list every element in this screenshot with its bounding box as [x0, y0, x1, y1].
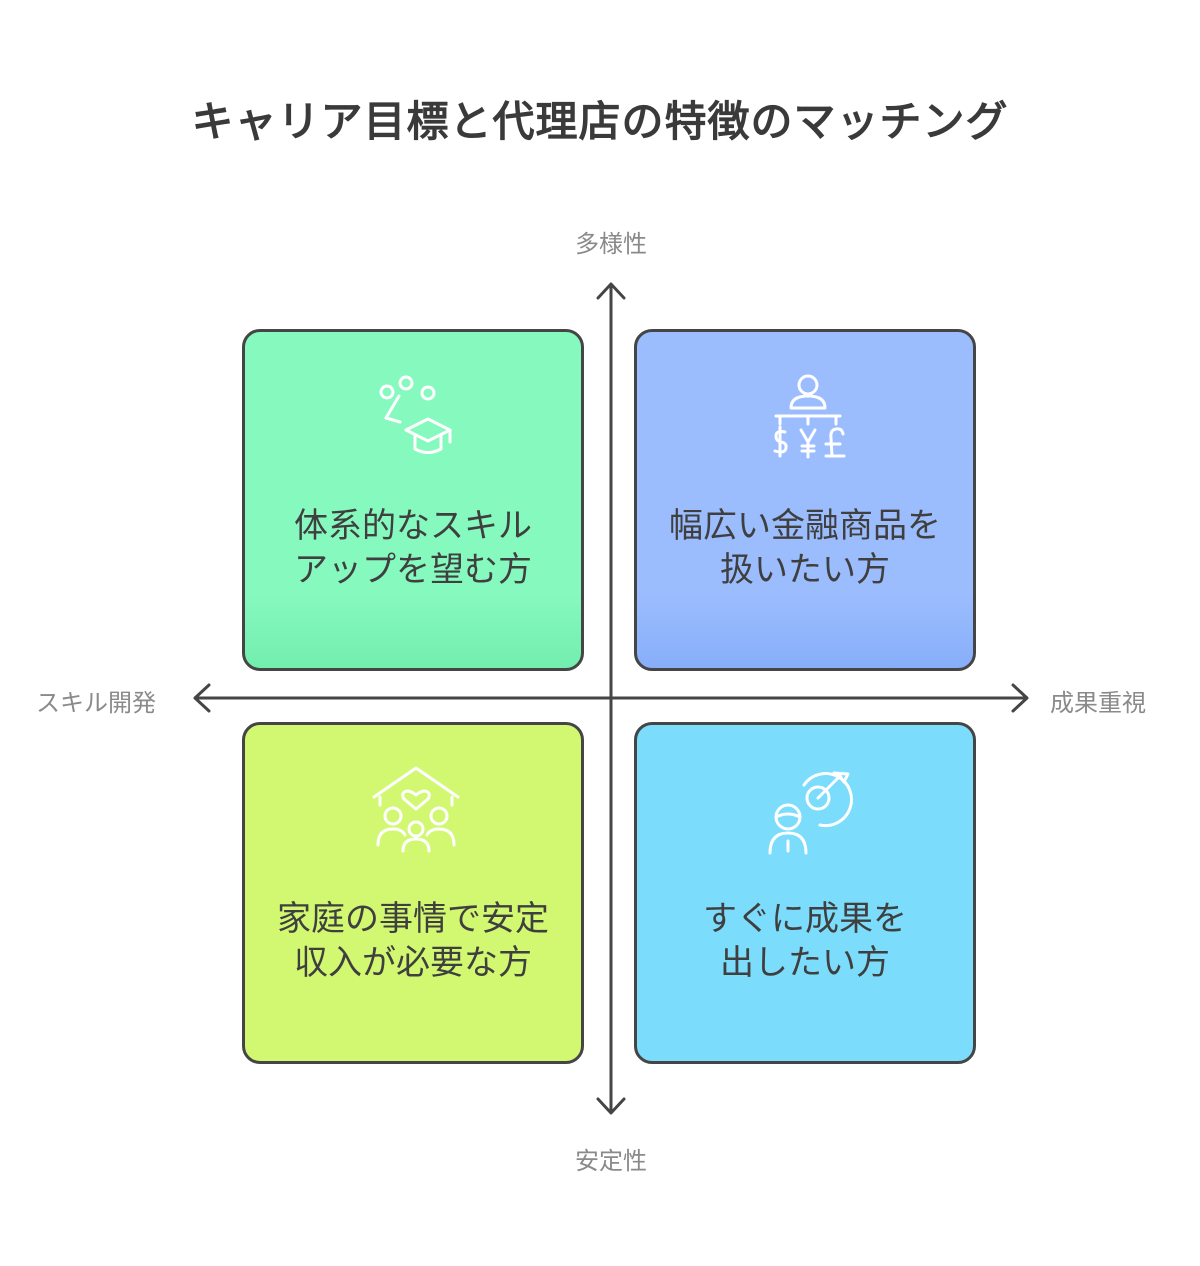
- quadrant-label: すぐに成果を 出したい方: [637, 897, 973, 985]
- family-home-icon: [372, 766, 460, 853]
- diagram-title: キャリア目標と代理店の特徴のマッチング: [191, 97, 1009, 146]
- axis-arrow-right: [1011, 683, 1029, 713]
- graduation-cap-icon: [379, 375, 452, 454]
- quadrant-label-line: 出したい方: [720, 943, 890, 983]
- axis-arrow-up: [596, 282, 626, 300]
- quadrant-label: 幅広い金融商品を 扱いたい方: [637, 504, 973, 592]
- quadrant-label-line: アップを望む方: [294, 550, 532, 590]
- axis-label-left: スキル開発: [36, 689, 156, 717]
- quadrant-label-line: 幅広い金融商品を: [669, 506, 941, 546]
- quadrant-label-line: すぐに成果を: [703, 899, 907, 939]
- quadrant-skill-diversity: 体系的なスキル アップを望む方: [242, 329, 584, 671]
- quadrant-skill-stability: 家庭の事情で安定 収入が必要な方: [242, 722, 584, 1064]
- quadrant-label-line: 体系的なスキル: [294, 506, 532, 546]
- target-person-icon: [768, 771, 854, 855]
- quadrant-label: 体系的なスキル アップを望む方: [245, 504, 581, 592]
- quadrant-results-diversity: 幅広い金融商品を 扱いたい方: [634, 329, 976, 671]
- quadrant-label-line: 扱いたい方: [720, 550, 890, 590]
- axis-arrow-left: [193, 683, 211, 713]
- quadrant-results-stability: すぐに成果を 出したい方: [634, 722, 976, 1064]
- axis-label-top: 多様性: [575, 230, 647, 258]
- currency-person-icon: [773, 374, 846, 459]
- quadrant-label-line: 収入が必要な方: [294, 943, 532, 983]
- axis-label-right: 成果重視: [1050, 689, 1146, 717]
- quadrant-label: 家庭の事情で安定 収入が必要な方: [245, 897, 581, 985]
- axis-label-bottom: 安定性: [575, 1147, 647, 1175]
- axis-arrow-down: [596, 1097, 626, 1115]
- quadrant-label-line: 家庭の事情で安定: [277, 899, 549, 939]
